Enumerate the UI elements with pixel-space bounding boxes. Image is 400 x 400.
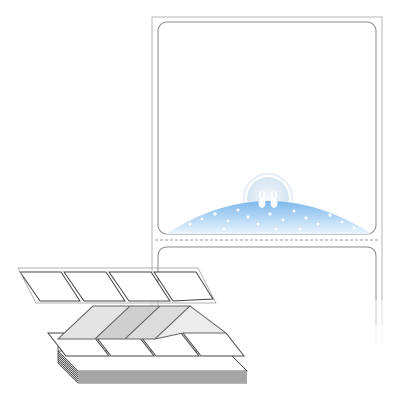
top-label	[157, 21, 377, 235]
fanfold-stack-icon	[17, 267, 248, 384]
bunny-hill-icon	[166, 173, 372, 234]
